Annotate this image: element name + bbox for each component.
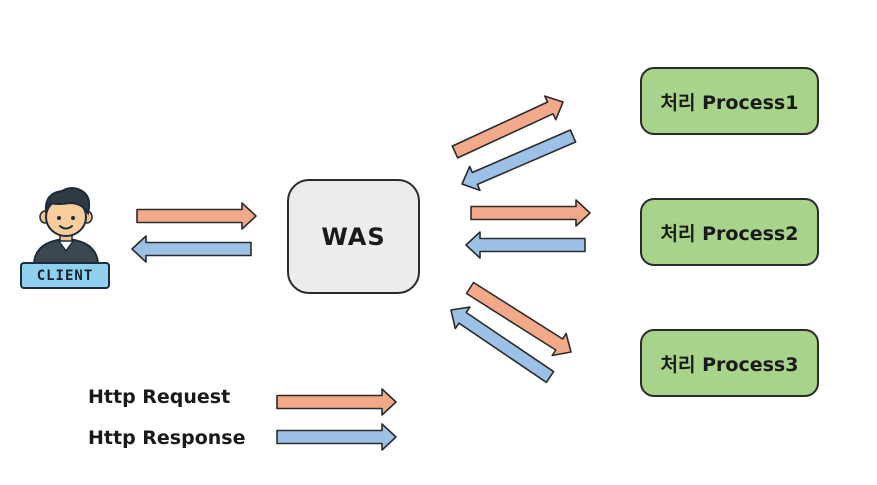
arrow-process-2-to-was: [465, 231, 586, 259]
arrow-was-to-process-1: [451, 95, 564, 159]
process-3-label: 처리 Process3: [660, 353, 799, 376]
legend-request-label: Http Request: [88, 386, 231, 408]
legend-request-arrow: [276, 388, 397, 416]
legend-response-label: Http Response: [88, 427, 246, 449]
arrow-was-to-process-2: [470, 199, 591, 227]
arrow-process-3-to-was: [450, 306, 555, 384]
process-2-node: 처리 Process2: [640, 198, 819, 266]
client-node: CLIENT: [20, 183, 112, 291]
user-avatar-icon: [32, 187, 100, 264]
process-1-label: 처리 Process1: [660, 91, 799, 114]
arrow-was-to-client: [131, 235, 252, 263]
process-3-node: 처리 Process3: [640, 329, 819, 397]
was-node: WAS: [287, 179, 420, 294]
was-label: WAS: [321, 222, 386, 251]
arrow-client-to-was: [136, 202, 257, 230]
legend-response-arrow: [276, 423, 397, 451]
arrow-was-to-process-3: [465, 281, 572, 357]
process-1-node: 처리 Process1: [640, 67, 819, 135]
client-label: CLIENT: [20, 262, 110, 289]
process-2-label: 처리 Process2: [660, 222, 799, 245]
arrow-process-1-to-was: [461, 129, 577, 192]
